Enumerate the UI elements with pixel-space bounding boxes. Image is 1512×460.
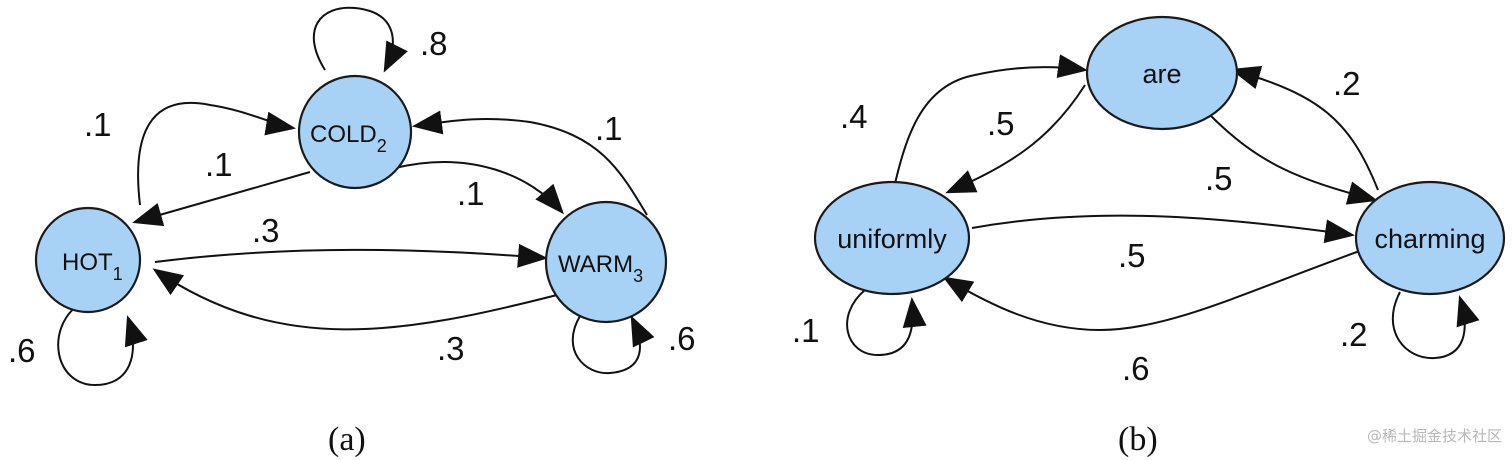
edge-charming-are [1230,65,1379,191]
caption-a: (a) [328,421,366,458]
node-hot-label: HOT1 [62,249,123,284]
prob-uniformly-charming: .5 [1118,237,1146,274]
node-are [1085,15,1239,131]
prob-warm-warm: .6 [668,320,696,357]
edge-uniformly-uniformly [846,289,927,357]
diagram-b: are uniformly charming .4 .5 .5 .2 .5 .6… [792,15,1506,458]
prob-cold-cold: .8 [420,25,448,62]
node-warm [544,200,668,324]
prob-charming-charming: .2 [1340,316,1368,353]
diagram-a: HOT1 COLD2 WARM3 .6 .8 .6 .1 .1 .1 .1 .3… [8,6,696,458]
node-hot [34,206,142,314]
node-cold [297,74,413,190]
node-uniformly-label: uniformly [837,224,947,254]
prob-hot-cold: .1 [84,106,112,143]
prob-hot-hot: .6 [8,332,36,369]
prob-hot-warm: .3 [252,212,280,249]
edge-hot-warm [154,243,548,268]
prob-cold-hot: .1 [205,146,233,183]
edge-are-uniformly [945,84,1086,194]
node-charming-label: charming [1374,224,1485,254]
edge-warm-hot [152,268,558,331]
prob-charming-are: .2 [1333,65,1361,102]
prob-warm-hot: .3 [437,330,465,367]
node-are-label: are [1142,59,1181,89]
edge-charming-charming [1391,291,1480,360]
node-warm-label: WARM3 [558,251,643,286]
edge-uniformly-are [892,54,1088,193]
edge-hot-hot [57,304,148,387]
edge-cold-hot [132,171,311,227]
caption-b: (b) [1118,421,1158,458]
node-charming [1354,180,1506,296]
edge-uniformly-charming [971,214,1355,244]
edge-hot-cold [137,101,296,206]
edge-cold-warm [394,161,564,215]
node-uniformly [813,180,971,296]
edge-warm-cold [412,110,648,216]
prob-warm-cold: .1 [595,110,623,147]
prob-are-charming: .5 [1205,160,1233,197]
edge-warm-warm [571,315,655,375]
watermark: @稀土掘金技术社区 [1366,427,1502,445]
edge-charming-uniformly [942,247,1369,332]
edge-cold-cold [312,6,408,73]
node-cold-label: COLD2 [310,121,387,156]
prob-are-uniformly: .5 [987,105,1015,142]
prob-cold-warm: .1 [457,175,485,212]
prob-uniformly-are: .4 [840,98,868,135]
prob-uniformly-uniformly: .1 [792,312,820,349]
prob-charming-uniformly: .6 [1122,350,1150,387]
edge-are-charming [1209,114,1378,205]
